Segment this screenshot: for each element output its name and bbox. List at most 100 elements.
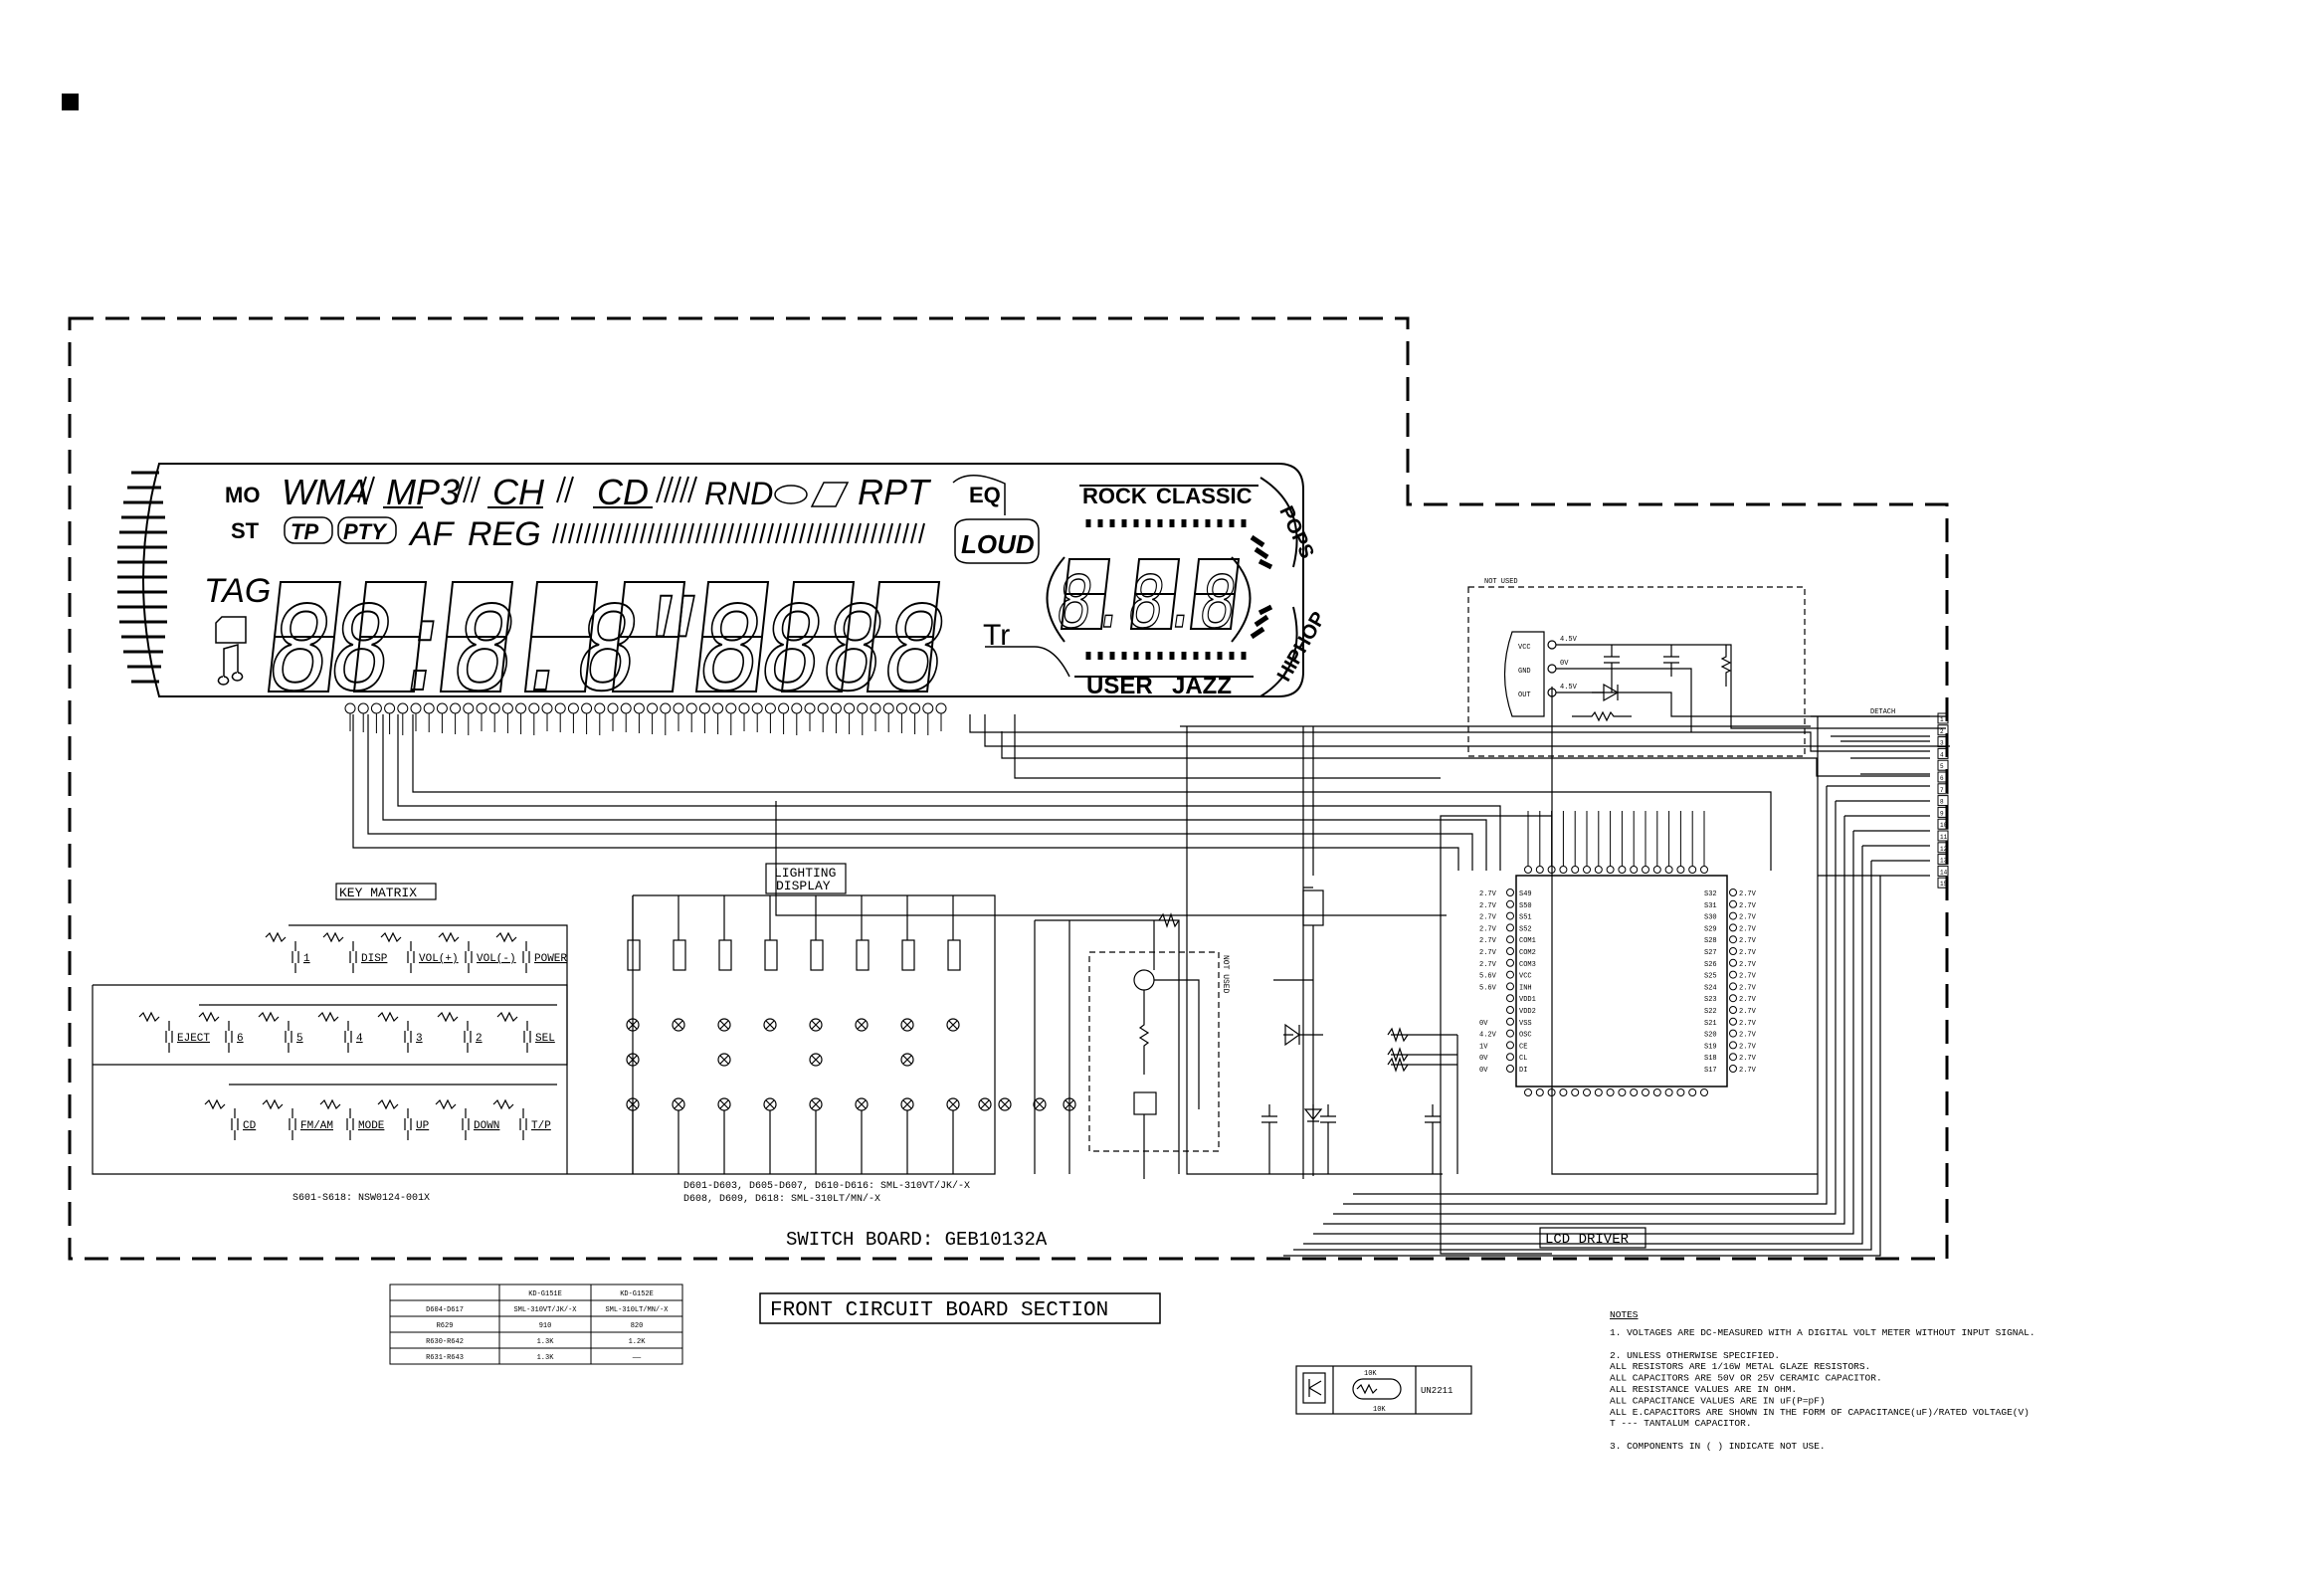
table-header-cell: KD-G151E: [528, 1290, 562, 1298]
ic-pin: [1676, 866, 1685, 874]
ic-right-volt: 2.7V: [1739, 996, 1757, 1004]
lighting-display-label-1: LIGHTING: [774, 866, 836, 881]
table-cell: ——: [632, 1354, 642, 1362]
ic-left-pin-label: OSC: [1519, 1032, 1532, 1040]
key-matrix-label: KEY MATRIX: [339, 886, 417, 900]
ic-pin: [1606, 866, 1615, 874]
led: [1033, 1097, 1047, 1111]
ic-pin: [1664, 866, 1673, 874]
notes-title: NOTES: [1610, 1309, 1639, 1320]
ic-right-volt: 2.7V: [1739, 949, 1757, 957]
key-switch: [291, 941, 299, 973]
key-row3-label: CD: [243, 1120, 257, 1132]
key-row1-label: 1: [303, 953, 310, 965]
led-resistor: [718, 939, 732, 971]
led-mark: [765, 1020, 775, 1030]
ic-left-pin-label: CL: [1519, 1055, 1527, 1063]
ic-pin: [1524, 866, 1532, 874]
ic-right-volt: 2.7V: [1739, 914, 1757, 922]
ic-pin: [1506, 958, 1514, 967]
ic-left-pin-label: COM3: [1519, 961, 1536, 969]
key-resistor: [204, 1098, 226, 1110]
ic-pin: [1630, 866, 1639, 874]
key-resistor: [198, 1011, 220, 1023]
lcd-classic: CLASSIC: [1156, 484, 1253, 508]
ic-pin: [1571, 866, 1580, 874]
lcd-mp3: MP3: [386, 472, 460, 512]
led-mark: [857, 1020, 867, 1030]
key-resistor: [495, 931, 517, 943]
key-row2-label: SEL: [535, 1033, 555, 1045]
ic-pin: [1618, 1088, 1627, 1096]
led-mark: [811, 1099, 821, 1109]
connector-pin-label: 1: [1940, 716, 1944, 723]
lcd-mo: MO: [225, 483, 260, 507]
ic-right-pin-label: S26: [1704, 961, 1717, 969]
led-resistor: [901, 939, 915, 971]
ic-left-volt: 2.7V: [1479, 890, 1497, 898]
connector-pin-label: 11: [1940, 834, 1948, 841]
lcd-rpt: RPT: [858, 472, 932, 512]
ic-left-pin-label: DI: [1519, 1067, 1527, 1075]
ic-pin: [1729, 1041, 1737, 1050]
lcd-panel: [117, 463, 1304, 697]
ic-left-volt: 0V: [1479, 1020, 1488, 1028]
switch-board-label: SWITCH BOARD: GEB10132A: [786, 1229, 1048, 1251]
ic-pin: [1506, 899, 1514, 908]
lcd-level-bars: [117, 471, 167, 684]
note-line: ALL RESISTORS ARE 1/16W METAL GLAZE RESI…: [1610, 1361, 1870, 1372]
table-cell: R630-R642: [426, 1338, 464, 1346]
key-switch: [404, 1021, 412, 1053]
connector-pin-label: 14: [1940, 869, 1948, 876]
ic-pin: [1642, 866, 1649, 874]
ic-left-volt: 5.6V: [1479, 973, 1497, 981]
key-row1-label: DISP: [361, 953, 388, 965]
key-switch: [522, 941, 530, 973]
led-mark: [628, 1020, 638, 1030]
led-mark: [628, 1099, 638, 1109]
ic-left-volt: 1V: [1479, 1043, 1488, 1051]
ic-right-volt: 2.7V: [1739, 1043, 1757, 1051]
lcd-ch: CH: [492, 472, 545, 512]
detach-label: DETACH: [1870, 708, 1895, 716]
ic-right-pin-label: S23: [1704, 996, 1717, 1004]
lcd-eq: EQ: [969, 483, 1001, 507]
key-switch: [404, 1108, 412, 1140]
ic-pin: [1664, 1088, 1673, 1096]
ic-pin: [1729, 994, 1737, 1003]
ic-pin: [1535, 1088, 1544, 1096]
led-resistor: [856, 939, 870, 971]
not-used-vertical-label: NOT USED: [1221, 955, 1230, 994]
lcd-rock: ROCK: [1082, 484, 1147, 508]
ic-pin: [1506, 947, 1514, 955]
ic-pin: [1729, 1029, 1737, 1038]
key-row1-label: POWER: [534, 953, 567, 965]
led-mark: [948, 1099, 958, 1109]
led: [998, 1097, 1012, 1111]
connector-pin-label: 8: [1940, 799, 1944, 806]
key-switch: [465, 941, 473, 973]
ic-left-pin-label: VDD2: [1519, 1008, 1536, 1016]
table-cell: R629: [437, 1322, 454, 1330]
switch-note: S601-S618: NSW0124-001X: [292, 1193, 430, 1204]
ic-right-volt: 2.7V: [1739, 1020, 1757, 1028]
led-mark: [719, 1055, 729, 1065]
lcd-driver-label: LCD DRIVER: [1545, 1232, 1630, 1248]
connector-wires: [1180, 687, 1930, 1257]
lcd-jazz: JAZZ: [1172, 673, 1232, 699]
transistor-part: UN2211: [1421, 1386, 1452, 1396]
ic-pin: [1559, 1088, 1568, 1096]
ic-pin: [1594, 866, 1603, 874]
ic-left-pin-label: INH: [1519, 984, 1532, 992]
ic-pin: [1506, 923, 1514, 932]
lcd-hiphop: HIPHOP: [1273, 608, 1330, 685]
ic-right-volt: 2.7V: [1739, 1067, 1757, 1075]
ic-pin: [1642, 1088, 1649, 1096]
connector-pin: [1937, 795, 1949, 807]
ic-right-pin-label: S18: [1704, 1055, 1717, 1063]
note-line: ALL E.CAPACITORS ARE SHOWN IN THE FORM O…: [1610, 1407, 2030, 1418]
ic-right-volt: 2.7V: [1739, 1055, 1757, 1063]
key-row2-label: EJECT: [177, 1033, 210, 1045]
